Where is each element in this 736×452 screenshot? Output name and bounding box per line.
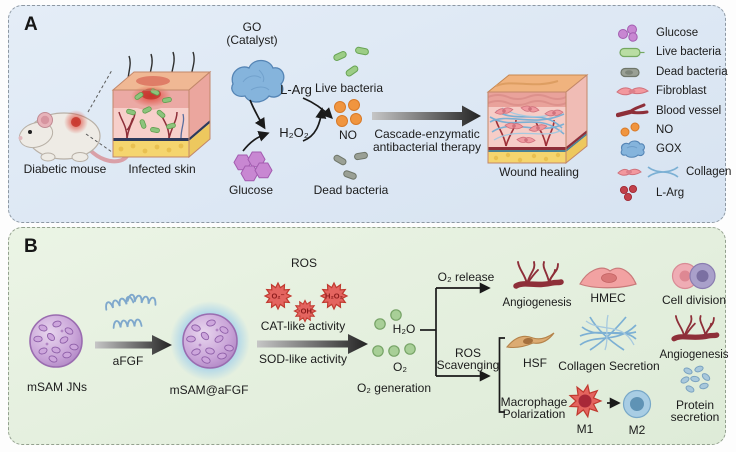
- protein-secretion-label-line1: Protein: [675, 398, 715, 412]
- legend-item-gox: GOX: [616, 139, 682, 158]
- glucose-label: Glucose: [228, 183, 274, 197]
- ros-scavenging-label-line1: ROS: [454, 346, 482, 360]
- l-arg-icon: [619, 184, 638, 201]
- cell-division-label: Cell division: [661, 293, 727, 307]
- therapy-arrow: [372, 105, 481, 127]
- no-label: NO: [339, 128, 357, 142]
- cat-activity-label: CAT-like activity: [260, 319, 346, 333]
- glucose-icon: [618, 24, 638, 42]
- collagen-mesh-icon: [579, 314, 637, 351]
- m1-label: M1: [576, 422, 594, 436]
- no-icon: [620, 122, 640, 136]
- panel-b-letter: B: [24, 236, 38, 257]
- go-catalyst-icon: [231, 59, 285, 103]
- wound-healing-illustration: [486, 73, 589, 165]
- o2-generation-label: O₂ generation: [356, 381, 432, 395]
- blood-vessel-icon: [616, 103, 649, 117]
- live-bacteria-icon: [332, 46, 370, 78]
- sod-activity-label: SOD-like activity: [258, 352, 348, 366]
- hmec-label: HMEC: [590, 291, 626, 305]
- panel-a-letter: A: [24, 14, 38, 35]
- legend-label: Glucose: [656, 26, 699, 39]
- legend-label: Collagen: [686, 165, 732, 178]
- legend-label: Dead bacteria: [656, 65, 728, 78]
- scavenging-bracket: [498, 337, 505, 413]
- legend-label: NO: [656, 123, 674, 136]
- diabetic-mouse-label: Diabetic mouse: [23, 162, 107, 176]
- glucose-icon: [233, 151, 273, 182]
- afgf-arrow: [95, 335, 172, 355]
- dead-bacteria-label: Dead bacteria: [313, 183, 389, 197]
- macrophage-label-line1: Macrophage: [500, 395, 568, 409]
- fibroblast-icon: [616, 86, 649, 95]
- go-label-line2: (Catalyst): [226, 33, 278, 47]
- legend-item-blood-vessel: Blood vessel: [616, 101, 721, 120]
- o2-label: O₂: [393, 360, 407, 374]
- reaction-arrows: [242, 97, 333, 152]
- hsf-label: HSF: [523, 356, 547, 370]
- dead-bacteria-icon: [620, 67, 640, 77]
- legend-label: Fibroblast: [656, 84, 707, 97]
- ros-superoxide-label: O₂⁻: [271, 292, 284, 301]
- protein-secretion-label-line2: secretion: [670, 410, 720, 424]
- collagen-secretion-label: Collagen Secretion: [558, 359, 660, 373]
- msam-jns-icon: [29, 314, 83, 368]
- no-molecules-icon: [334, 99, 362, 127]
- legend-item-glucose: Glucose: [616, 23, 698, 42]
- branch-connectors: [420, 282, 621, 413]
- ros-peroxide-label: H₂O₂: [325, 292, 343, 301]
- h2o-label: H₂O: [392, 322, 416, 336]
- angiogenesis-icon-1: [516, 262, 561, 286]
- legend-item-collagen: Collagen: [616, 162, 731, 181]
- m1-macrophage-icon: [568, 383, 603, 419]
- o2-release-label: O₂ release: [437, 270, 495, 284]
- angiogenesis-icon-2: [674, 316, 717, 339]
- m2-macrophage-icon: [622, 389, 652, 419]
- dead-bacteria-icon: [332, 151, 369, 181]
- macrophage-label-line2: Polarization: [502, 407, 566, 421]
- h2o2-label: H₂O₂: [279, 125, 309, 140]
- gox-icon: [620, 139, 645, 158]
- wound-healing-label: Wound healing: [499, 165, 579, 179]
- cell-division-icon: [671, 262, 716, 290]
- legend-label: GOX: [656, 142, 682, 155]
- infected-skin-label: Infected skin: [128, 162, 196, 176]
- diabetic-mouse-illustration: [18, 110, 133, 164]
- legend-label: Blood vessel: [656, 104, 722, 117]
- ros-scavenging-label-line2: Scavenging: [436, 358, 500, 372]
- msam-afgf-icon: [170, 301, 250, 381]
- therapy-label-line2: antibacterial therapy: [372, 140, 482, 154]
- l-arg-label: L-Arg: [280, 82, 312, 97]
- legend-label: L-Arg: [656, 186, 685, 199]
- m2-label: M2: [628, 423, 646, 437]
- live-bacteria-icon: [619, 47, 645, 57]
- ros-hydroxyl-label: ·OH: [298, 307, 312, 316]
- legend-item-fibroblast: Fibroblast: [616, 81, 707, 100]
- therapy-label-line1: Cascade-enzymatic: [374, 127, 480, 141]
- legend-item-l-arg: L-Arg: [616, 183, 684, 202]
- angiogenesis-label-2: Angiogenesis: [659, 349, 729, 361]
- hsf-cell-icon: [505, 332, 555, 349]
- msam-jns-label: mSAM JNs: [27, 380, 87, 394]
- go-label-line1: GO: [242, 20, 262, 34]
- legend-item-live-bacteria: Live bacteria: [616, 42, 721, 61]
- ros-label: ROS: [290, 256, 318, 270]
- legend-item-dead-bacteria: Dead bacteria: [616, 62, 728, 81]
- collagen-icon: [617, 165, 679, 178]
- legend-item-no: NO: [616, 120, 673, 139]
- magnifier-dashed-lines: [85, 69, 113, 153]
- afgf-protein-icon: [103, 293, 158, 329]
- legend-label: Live bacteria: [656, 45, 722, 58]
- ros-stars-icon: O₂⁻ ·OH H₂O₂: [264, 282, 348, 323]
- angiogenesis-label-1: Angiogenesis: [502, 297, 572, 309]
- infected-skin-illustration: [111, 51, 212, 159]
- msam-afgf-label: mSAM@aFGF: [169, 383, 249, 397]
- protein-secretion-icon: [680, 365, 711, 393]
- catalysis-arrow: [257, 334, 368, 354]
- hmec-cell-icon: [579, 267, 637, 289]
- afgf-label: aFGF: [112, 354, 144, 368]
- live-bacteria-label: Live bacteria: [314, 81, 384, 95]
